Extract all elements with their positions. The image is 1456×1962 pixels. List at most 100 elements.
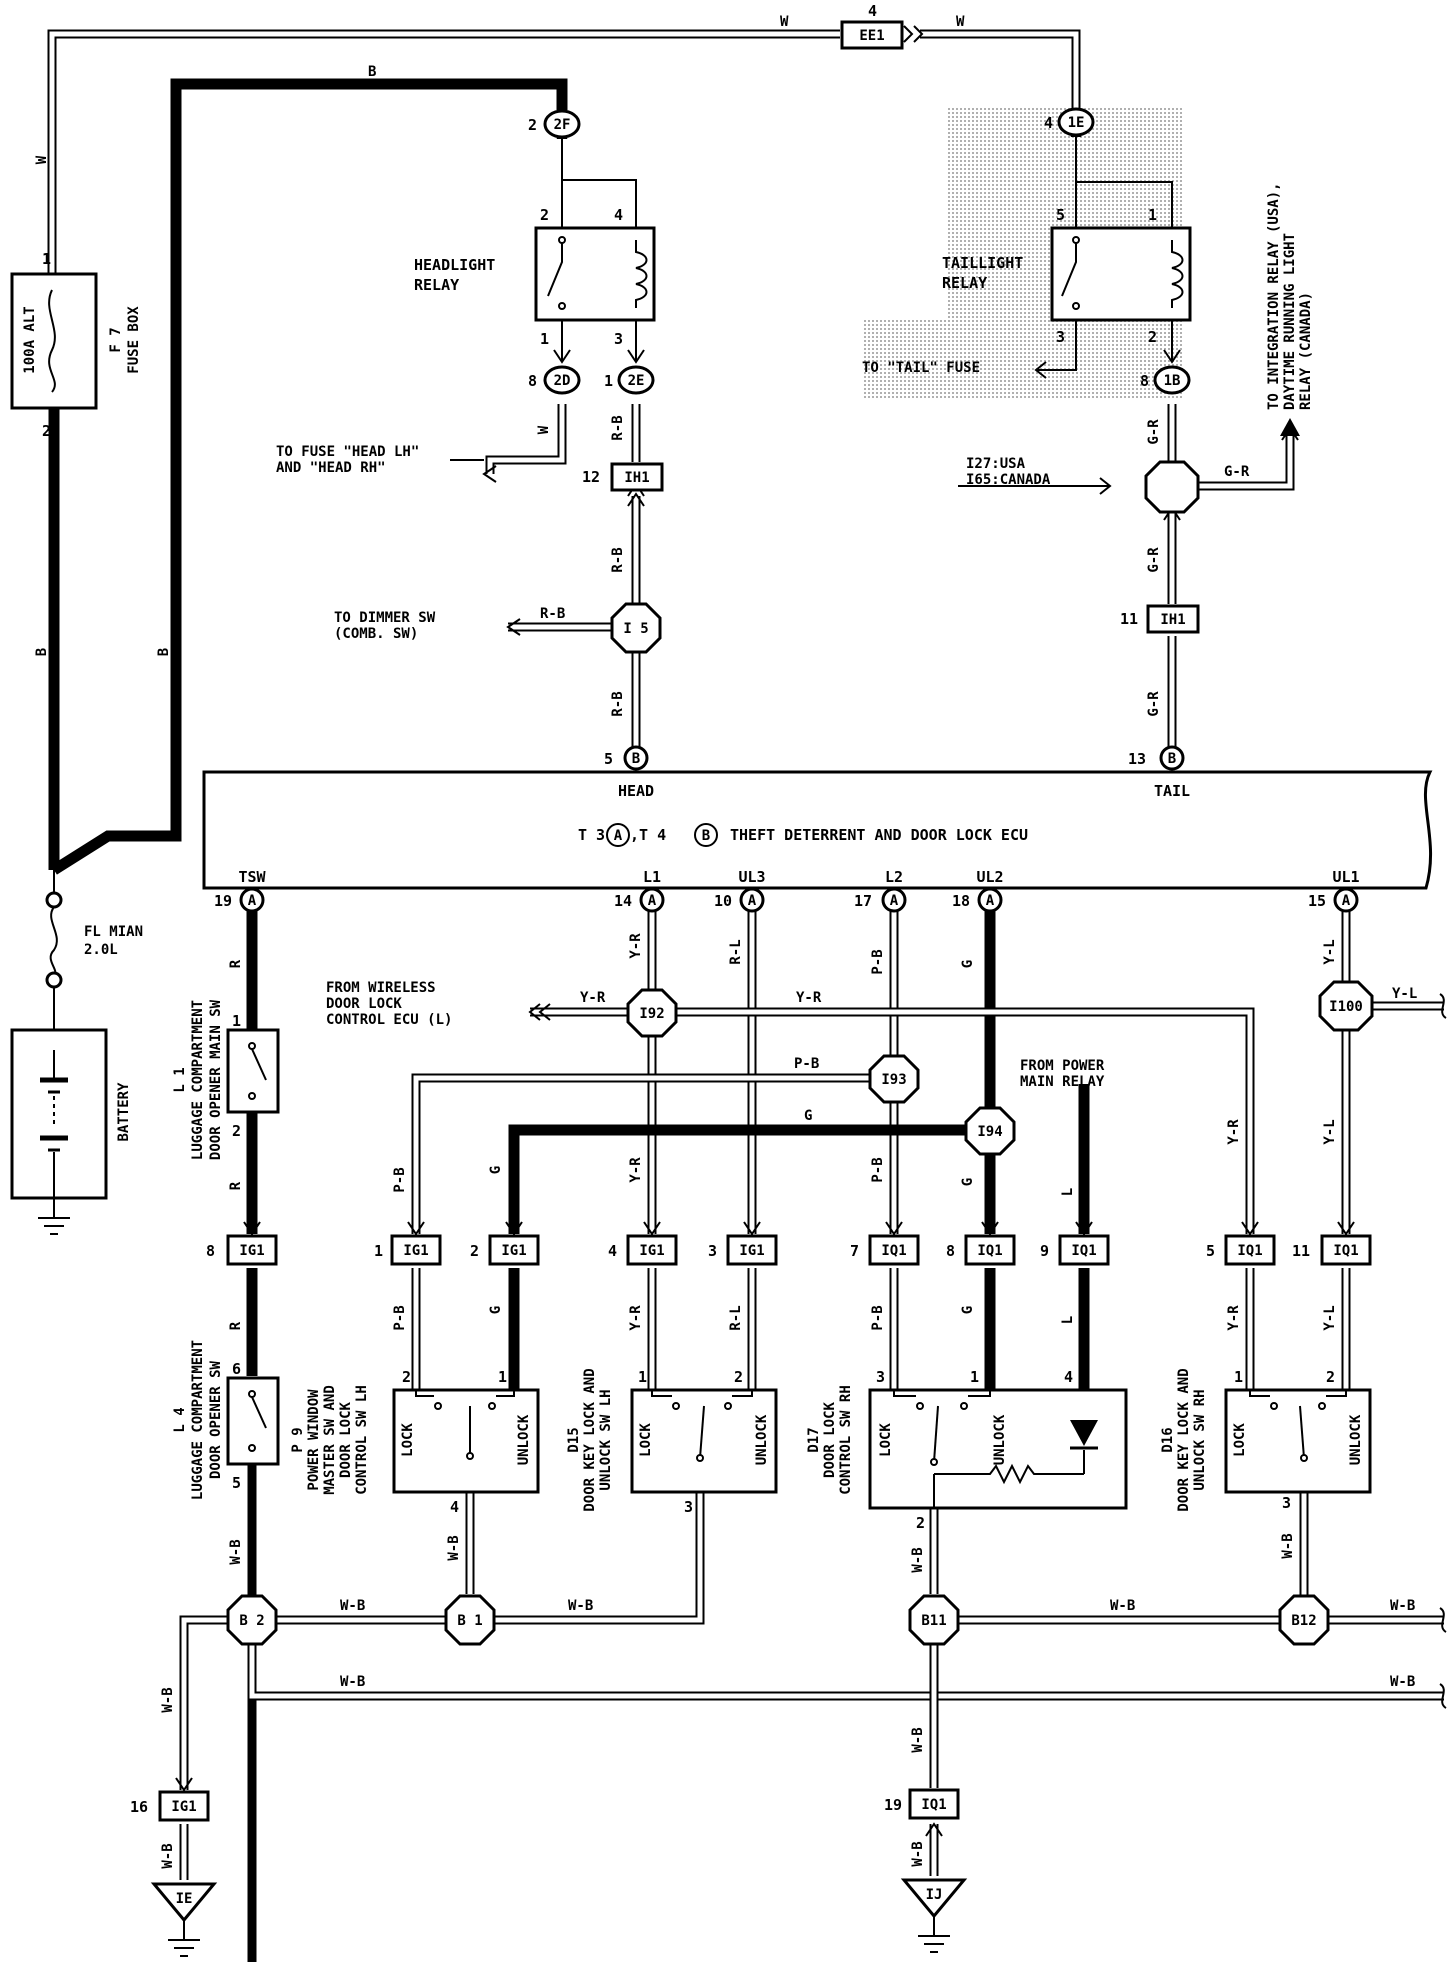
note-wireless-1: FROM WIRELESS	[326, 980, 436, 996]
svg-text:R: R	[228, 1181, 244, 1190]
svg-text:B11: B11	[921, 1613, 946, 1629]
svg-text:1B: 1B	[1164, 373, 1181, 389]
svg-text:Y-L: Y-L	[1322, 1305, 1338, 1330]
svg-text:1: 1	[638, 1368, 647, 1386]
svg-text:W-B: W-B	[568, 1598, 593, 1614]
svg-text:B: B	[156, 648, 172, 656]
svg-text:L 4: L 4	[172, 1407, 188, 1432]
note-power-main-2: MAIN RELAY	[1020, 1074, 1105, 1090]
junction-i93: I93	[868, 1054, 920, 1104]
wire-w-fuse-head	[485, 404, 567, 474]
connector-1e: 1E 4	[1044, 107, 1095, 137]
svg-text:DOOR OPENER SW: DOOR OPENER SW	[208, 1360, 224, 1479]
svg-text:IQ1: IQ1	[921, 1797, 946, 1813]
svg-text:CONTROL SW LH: CONTROL SW LH	[354, 1385, 370, 1495]
svg-text:A: A	[748, 893, 757, 909]
wire-wb-b2-ig1	[179, 1615, 228, 1790]
svg-text:I 5: I 5	[623, 621, 648, 637]
svg-text:A: A	[986, 893, 995, 909]
svg-text:19: 19	[884, 1796, 902, 1814]
svg-text:5: 5	[604, 750, 613, 768]
svg-text:3: 3	[876, 1368, 885, 1386]
svg-text:8: 8	[1140, 372, 1149, 390]
svg-text:G: G	[960, 1178, 976, 1186]
hl-pin-1: 1	[540, 330, 549, 348]
svg-text:R-L: R-L	[728, 1305, 744, 1330]
conn-iq1-11: IQ1 11	[1292, 1234, 1372, 1266]
svg-text:UNLOCK: UNLOCK	[516, 1414, 532, 1465]
tl-pin-5: 5	[1056, 206, 1065, 224]
svg-text:P-B: P-B	[392, 1167, 408, 1192]
svg-text:R: R	[228, 1321, 244, 1330]
note-power-main-1: FROM POWER	[1020, 1058, 1105, 1074]
tl-label-1: TAILLIGHT	[942, 254, 1023, 272]
svg-text:IJ: IJ	[926, 1887, 943, 1903]
fuse-box-name: FUSE BOX	[126, 306, 142, 374]
svg-text:G: G	[488, 1306, 504, 1314]
svg-text:19: 19	[214, 892, 232, 910]
note-integration-2: DAYTIME RUNNING LIGHT	[1282, 233, 1298, 410]
tl-pin-2: 2	[1148, 328, 1157, 346]
svg-text:A: A	[1342, 893, 1351, 909]
wire-g-to-ig1-2	[508, 1124, 966, 1234]
svg-text:4: 4	[450, 1498, 459, 1516]
wire-hl-coil-top	[561, 138, 637, 240]
ecu-conn-a: A	[614, 828, 623, 844]
svg-text:R-B: R-B	[610, 415, 626, 440]
note-market-2: I65:CANADA	[966, 472, 1051, 488]
svg-text:Y-R: Y-R	[1226, 1305, 1242, 1331]
ground-ij: IJ	[900, 1878, 968, 1953]
switch-d17: LOCK UNLOCK 3 1 4 2 D17 DOOR LOCK CONTRO…	[806, 1368, 1128, 1532]
svg-text:15: 15	[1308, 892, 1326, 910]
conn-iq1-7: IQ1 7	[850, 1234, 920, 1266]
svg-text:LUGGAGE COMPARTMENT: LUGGAGE COMPARTMENT	[190, 1340, 206, 1500]
svg-text:W: W	[956, 14, 965, 30]
svg-text:B 2: B 2	[239, 1613, 264, 1629]
svg-text:IG1: IG1	[239, 1243, 264, 1259]
svg-text:7: 7	[850, 1242, 859, 1260]
svg-text:B: B	[34, 648, 50, 656]
svg-text:UNLOCK: UNLOCK	[1348, 1414, 1364, 1465]
fuse-ref: F 7	[108, 327, 124, 352]
svg-text:Y-R: Y-R	[628, 933, 644, 959]
svg-text:10: 10	[714, 892, 732, 910]
svg-text:IQ1: IQ1	[881, 1243, 906, 1259]
svg-text:IQ1: IQ1	[1237, 1243, 1262, 1259]
svg-text:LOCK: LOCK	[400, 1423, 416, 1457]
svg-text:IH1: IH1	[1160, 612, 1185, 628]
svg-text:UNLOCK SW LH: UNLOCK SW LH	[598, 1389, 614, 1490]
connector-ee1: EE1 4	[840, 2, 904, 50]
wire-b-main	[51, 78, 568, 875]
svg-text:11: 11	[1292, 1242, 1310, 1260]
taillight-relay: 5 1 3 2 TAILLIGHT RELAY	[942, 206, 1192, 346]
svg-text:LOCK: LOCK	[1232, 1423, 1248, 1457]
connector-2e: 2E 1	[604, 365, 655, 395]
svg-text:DOOR KEY LOCK AND: DOOR KEY LOCK AND	[1176, 1368, 1192, 1511]
note-dimmer-1: TO DIMMER SW	[334, 610, 436, 626]
svg-text:3: 3	[1282, 1494, 1291, 1512]
junctions: I 5 I92 I93 I94 I100 B 2 B 1	[226, 460, 1374, 1646]
hl-pin-3: 3	[614, 330, 623, 348]
ecu-conn-b: B	[702, 828, 710, 844]
svg-text:R-B: R-B	[610, 547, 626, 572]
connector-ih1-left: IH1 12	[582, 462, 664, 492]
svg-text:W-B: W-B	[228, 1539, 244, 1564]
svg-text:W-B: W-B	[910, 1841, 926, 1866]
junction-b11: B11	[908, 1594, 960, 1646]
note-integration-1: TO INTEGRATION RELAY (USA),	[1266, 182, 1282, 410]
junction-i94: I94	[964, 1106, 1016, 1156]
svg-text:P 9: P 9	[290, 1427, 306, 1452]
svg-text:2D: 2D	[554, 373, 571, 389]
connector-2f: 2F 2	[528, 109, 581, 139]
svg-text:IQ1: IQ1	[1333, 1243, 1358, 1259]
svg-text:2: 2	[470, 1242, 479, 1260]
svg-text:DOOR KEY LOCK AND: DOOR KEY LOCK AND	[582, 1368, 598, 1511]
fuse-box: 100A ALT 1 2 F 7 FUSE BOX	[10, 250, 142, 440]
ecu-conn-tail: B 13	[1128, 745, 1185, 771]
svg-text:L: L	[1060, 1316, 1076, 1324]
